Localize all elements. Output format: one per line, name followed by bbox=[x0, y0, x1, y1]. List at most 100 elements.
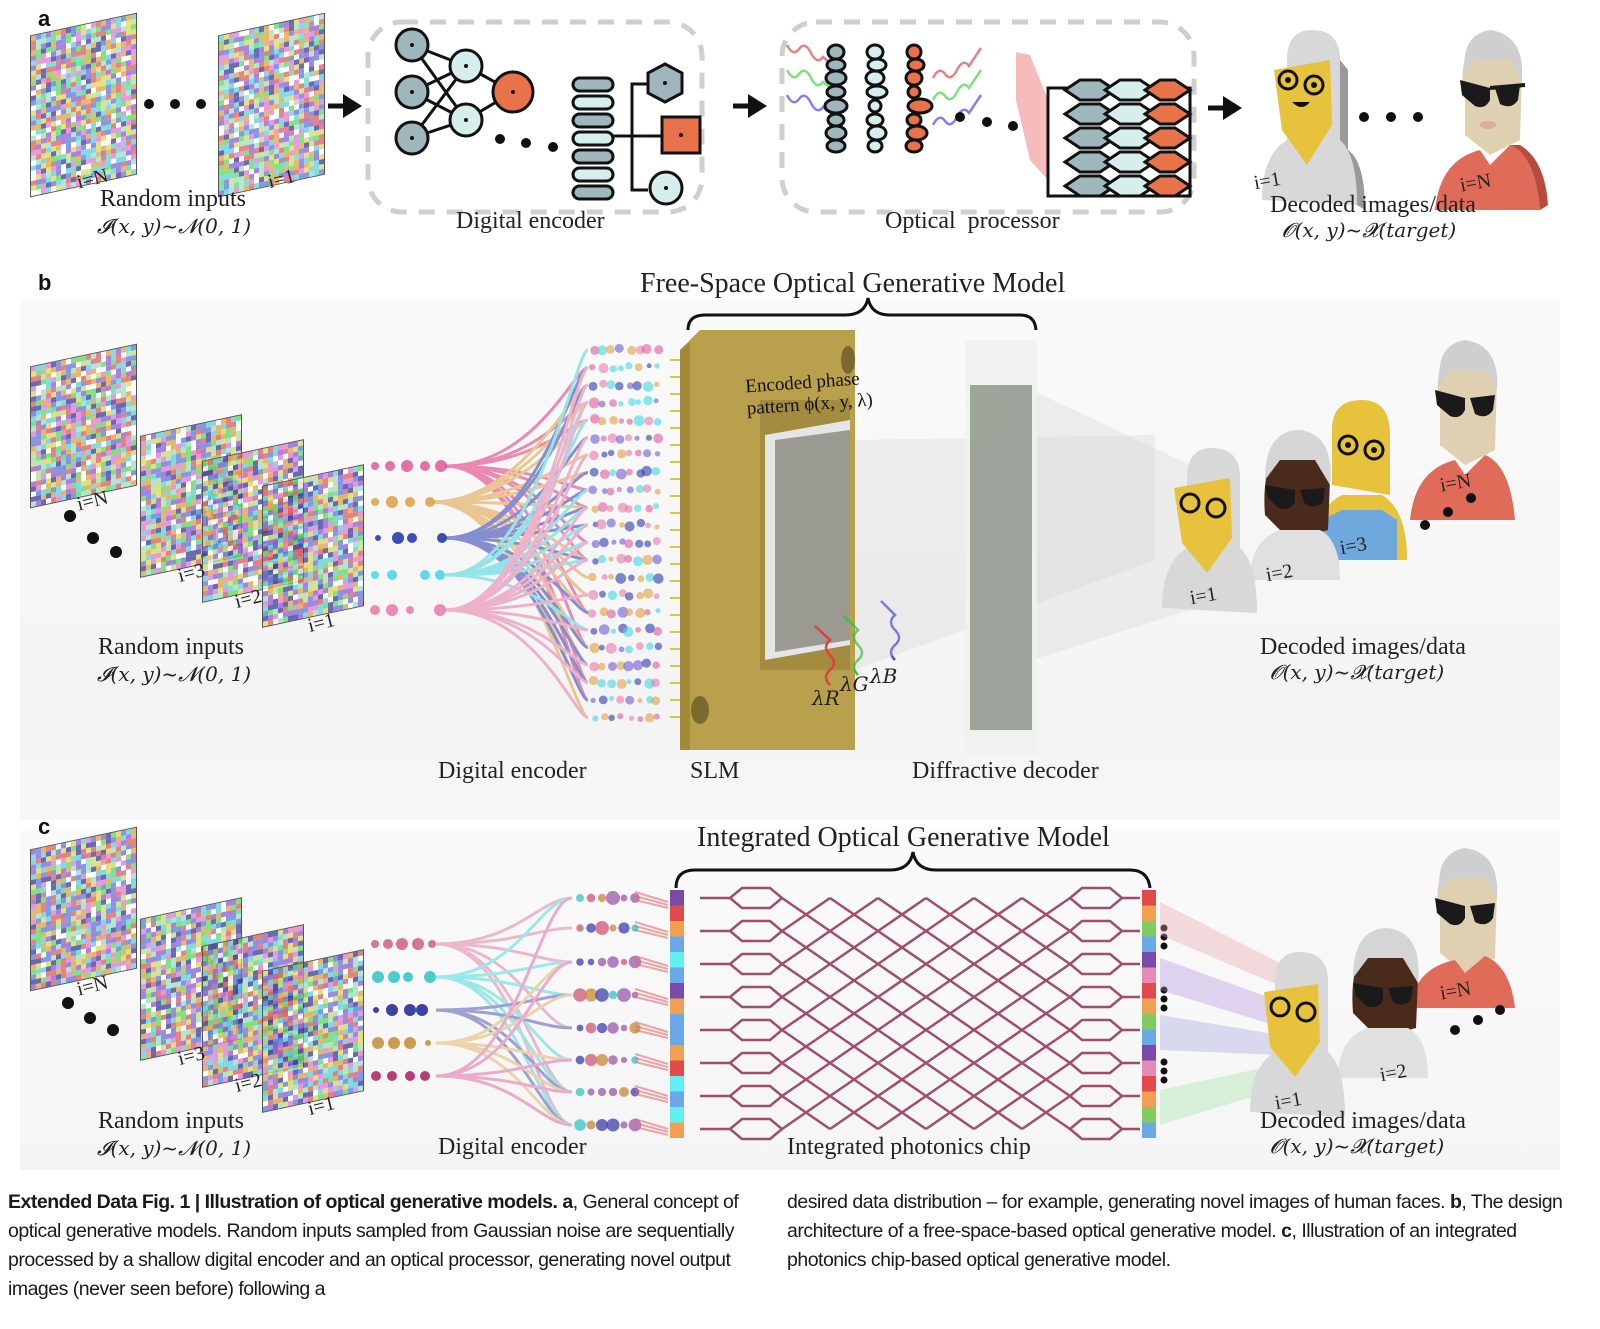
light-ray bbox=[634, 1057, 669, 1068]
light-ray bbox=[634, 925, 669, 936]
encoder-node bbox=[655, 607, 661, 614]
mzi-ring bbox=[1068, 1018, 1124, 1042]
encoder-node bbox=[625, 434, 633, 442]
panel-a-letter: a bbox=[38, 6, 51, 31]
encoder-node bbox=[618, 365, 624, 372]
encoder-node bbox=[608, 695, 615, 702]
encoder-dashed-box bbox=[365, 19, 705, 215]
encoder-node bbox=[609, 365, 618, 373]
caption-letter-c: c bbox=[1281, 1220, 1292, 1242]
encoder-node bbox=[641, 658, 651, 668]
encoder-node bbox=[598, 624, 610, 635]
encoder-node bbox=[620, 1056, 628, 1064]
waveguide bbox=[877, 1028, 927, 1065]
waveguide bbox=[829, 929, 879, 966]
encoder-node bbox=[644, 713, 655, 723]
connection-line bbox=[444, 453, 589, 612]
diffractive-layer-icon bbox=[823, 43, 849, 154]
inputs-formula: 𝓘(x, y)~𝓝(0, 1) bbox=[97, 662, 252, 686]
waveguide bbox=[877, 896, 927, 933]
light-ray bbox=[634, 955, 669, 967]
output-label-2: i=2 bbox=[1378, 1059, 1409, 1087]
input-port bbox=[670, 967, 684, 983]
encoder-node bbox=[588, 589, 599, 600]
mzi-ring bbox=[728, 1117, 784, 1141]
input-port bbox=[670, 1029, 684, 1045]
encoder-node bbox=[654, 345, 664, 355]
encoder-node bbox=[576, 924, 584, 932]
encoder-node bbox=[625, 608, 633, 616]
caption-title: Extended Data Fig. 1 | Illustration of o… bbox=[8, 1191, 558, 1213]
encoder-node bbox=[597, 678, 606, 688]
output-port bbox=[1142, 952, 1156, 968]
encoder-node bbox=[595, 1118, 609, 1132]
encoder-node bbox=[646, 642, 654, 650]
output-port bbox=[1142, 1076, 1156, 1092]
waveguide bbox=[925, 896, 975, 933]
encoder-node bbox=[644, 540, 652, 548]
output-label-2: i=2 bbox=[1264, 559, 1295, 587]
output-port bbox=[1142, 998, 1156, 1014]
outputs-title: Decoded images/data bbox=[1260, 634, 1466, 660]
outputs-formula: 𝓞(x, y)~𝓧(target) bbox=[1282, 218, 1457, 242]
encoder-node bbox=[622, 626, 634, 638]
waveguide bbox=[973, 1061, 1023, 1098]
encoder-node bbox=[608, 573, 615, 580]
waveguide bbox=[1021, 1094, 1071, 1131]
encoder-node bbox=[645, 572, 655, 582]
light-ray bbox=[634, 1093, 669, 1103]
encoder-node bbox=[606, 891, 620, 905]
connection-line bbox=[444, 348, 590, 577]
waveguide bbox=[925, 1028, 975, 1065]
encoder-node bbox=[641, 343, 652, 354]
phase-pattern-label: Encoded phase pattern ϕ(x, y, λ) bbox=[745, 368, 874, 421]
encoder-node bbox=[653, 433, 664, 444]
encoder-node bbox=[620, 894, 628, 902]
light-ray bbox=[634, 921, 669, 933]
light-ray bbox=[634, 992, 669, 1003]
ellipsis-icon bbox=[1359, 112, 1423, 122]
input-port bbox=[670, 1107, 684, 1123]
encoder-node bbox=[590, 627, 598, 635]
encoder-node bbox=[654, 642, 663, 651]
encoder-connections bbox=[431, 348, 590, 719]
encoder-node bbox=[642, 381, 654, 392]
encoder-node bbox=[595, 988, 609, 1002]
encoder-node bbox=[644, 416, 654, 426]
wavelength-green: λG bbox=[840, 672, 869, 696]
encoder-node bbox=[608, 1087, 618, 1097]
waveguide bbox=[829, 1061, 879, 1098]
encoder-node bbox=[618, 646, 625, 653]
inputs-title: Random inputs bbox=[100, 186, 247, 212]
encoder-node bbox=[610, 628, 617, 634]
chip-output-ports bbox=[1142, 890, 1156, 1138]
encoder-node bbox=[599, 537, 609, 548]
avatar-output-2 bbox=[1250, 430, 1340, 580]
encoder-node bbox=[634, 678, 642, 686]
chip-input-ports bbox=[670, 890, 684, 1138]
waveguide-mesh bbox=[700, 886, 1140, 1141]
encoder-node bbox=[592, 715, 599, 722]
output-port bbox=[1142, 1045, 1156, 1061]
decoder-label: Diffractive decoder bbox=[912, 758, 1099, 784]
waveguide bbox=[781, 1094, 831, 1131]
encoder-node bbox=[591, 539, 600, 549]
encoder-node bbox=[646, 363, 652, 369]
encoder-node bbox=[643, 395, 653, 406]
output-port bbox=[1142, 890, 1156, 906]
mzi-ring bbox=[1068, 886, 1124, 910]
encoder-node bbox=[637, 697, 643, 704]
encoder-node bbox=[573, 988, 587, 1002]
encoder-node bbox=[633, 415, 645, 427]
waveguide bbox=[925, 995, 975, 1032]
neural-network-icon bbox=[394, 27, 535, 156]
light-ray bbox=[634, 963, 669, 973]
encoder-node bbox=[617, 606, 629, 618]
output-port bbox=[1142, 936, 1156, 952]
caption-text-c: , Illustration of an integrated photonic… bbox=[787, 1220, 1517, 1271]
waveguide bbox=[973, 962, 1023, 999]
waveguide bbox=[877, 1061, 927, 1098]
light-ray bbox=[634, 996, 669, 1006]
encoder-node bbox=[643, 588, 654, 599]
encoder-node bbox=[637, 716, 644, 722]
